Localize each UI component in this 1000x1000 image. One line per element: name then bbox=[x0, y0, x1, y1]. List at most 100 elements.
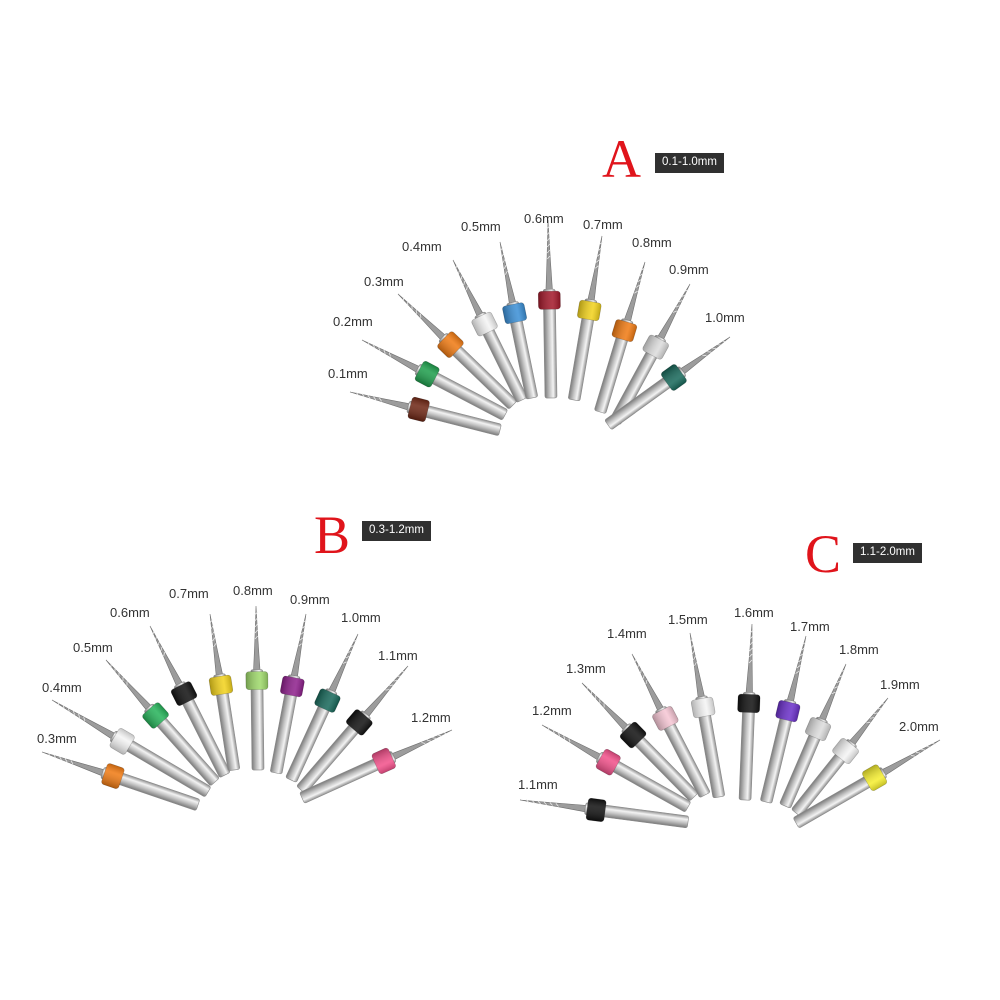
set-c-drill-bit bbox=[631, 653, 710, 798]
drill-bit-flute bbox=[349, 391, 410, 411]
set-b-size-label: 0.6mm bbox=[110, 605, 150, 620]
drill-bit-flute bbox=[631, 653, 664, 711]
set-c-drill-bit bbox=[541, 724, 691, 812]
set-c-drill-bit bbox=[519, 797, 689, 829]
set-a-size-label: 0.5mm bbox=[461, 219, 501, 234]
drill-bit-shank bbox=[406, 401, 502, 436]
set-b-drill-bit bbox=[299, 729, 453, 804]
set-a-size-label: 0.9mm bbox=[669, 262, 709, 277]
drill-bit-flute bbox=[849, 697, 889, 745]
set-c-drill-bit bbox=[760, 635, 807, 804]
drill-bit-flute bbox=[624, 261, 646, 322]
drill-bit-flute bbox=[452, 259, 484, 317]
drill-bit-shank bbox=[285, 688, 338, 783]
set-a-drill-bit bbox=[568, 235, 603, 402]
set-b-drill-bit bbox=[296, 665, 409, 794]
drill-bit-shank bbox=[738, 691, 756, 801]
set-a-drill-bit bbox=[349, 391, 502, 436]
drill-bit-flute bbox=[499, 241, 516, 304]
drill-bit-flute bbox=[209, 613, 223, 676]
set-a-drill-bit bbox=[397, 293, 517, 409]
drill-bit-shank bbox=[415, 364, 508, 420]
set-c-size-label: 1.5mm bbox=[668, 612, 708, 627]
drill-bit-shank bbox=[213, 673, 240, 771]
set-a-drill-bit bbox=[604, 336, 731, 430]
drill-bit-flute bbox=[786, 635, 807, 702]
set-b-size-label: 1.2mm bbox=[411, 710, 451, 725]
drill-bit-shank bbox=[793, 767, 887, 828]
drill-bit-shank bbox=[250, 669, 265, 771]
set-c-drill-bit bbox=[689, 632, 725, 799]
set-a-drill-bit bbox=[452, 259, 528, 403]
set-b-drill-bit bbox=[105, 659, 219, 786]
set-c-drill-bit bbox=[791, 697, 889, 817]
drill-bit-shank bbox=[299, 751, 396, 804]
set-c-drill-bit bbox=[581, 682, 698, 801]
drill-bit-shank bbox=[270, 674, 301, 775]
drill-bit-shank bbox=[474, 311, 528, 403]
set-a-drill-bit bbox=[537, 219, 561, 399]
set-b-drill-bit bbox=[270, 613, 307, 775]
drill-bit-flute bbox=[882, 739, 941, 776]
drill-bit-shank bbox=[604, 366, 686, 430]
set-a-size-label: 0.3mm bbox=[364, 274, 404, 289]
set-c-range-badge: 1.1-2.0mm bbox=[853, 543, 922, 563]
set-c-size-label: 1.7mm bbox=[790, 619, 830, 634]
set-b-size-label: 1.0mm bbox=[341, 610, 381, 625]
set-b-size-label: 0.3mm bbox=[37, 731, 77, 746]
set-b-size-label: 1.1mm bbox=[378, 648, 418, 663]
drill-bit-shank bbox=[144, 703, 219, 786]
set-a-size-label: 0.6mm bbox=[524, 211, 564, 226]
set-c-size-label: 1.3mm bbox=[566, 661, 606, 676]
set-c-size-label: 1.4mm bbox=[607, 626, 647, 641]
drill-bit-flute bbox=[689, 632, 705, 698]
drill-bit-shank bbox=[296, 710, 371, 794]
set-a-size-label: 0.2mm bbox=[333, 314, 373, 329]
set-c-size-label: 2.0mm bbox=[899, 719, 939, 734]
set-c-size-label: 1.8mm bbox=[839, 642, 879, 657]
set-c-size-label: 1.1mm bbox=[518, 777, 558, 792]
set-b-size-label: 0.9mm bbox=[290, 592, 330, 607]
set-a-drill-bit bbox=[499, 241, 538, 400]
set-a-drill-bit bbox=[361, 339, 508, 420]
set-a-size-label: 0.4mm bbox=[402, 239, 442, 254]
set-a-letter: A bbox=[602, 129, 641, 189]
drill-bit-shank bbox=[110, 731, 211, 797]
drill-bit-flute bbox=[819, 663, 847, 721]
set-b-size-label: 0.4mm bbox=[42, 680, 82, 695]
drill-bit-shank bbox=[568, 298, 598, 402]
set-c-size-label: 1.9mm bbox=[880, 677, 920, 692]
set-b-size-label: 0.5mm bbox=[73, 640, 113, 655]
drill-bit-shank bbox=[621, 723, 698, 801]
drill-bit-shank bbox=[760, 699, 797, 804]
set-a-size-label: 0.1mm bbox=[328, 366, 368, 381]
set-b-drill-bit bbox=[41, 751, 200, 811]
drill-bit-shank bbox=[584, 802, 689, 829]
set-b-size-label: 0.7mm bbox=[169, 586, 209, 601]
drill-bit-shank bbox=[594, 318, 634, 414]
drill-bit-shank bbox=[174, 681, 230, 778]
set-c-letter: C bbox=[805, 524, 842, 584]
drill-bit-shank bbox=[655, 706, 710, 798]
set-c-drill-bit bbox=[793, 739, 941, 828]
drill-bit-flute bbox=[587, 235, 603, 301]
set-b-drill-bit bbox=[285, 633, 359, 783]
set-b-letter: B bbox=[314, 505, 351, 565]
set-b-drill-bit bbox=[149, 625, 230, 778]
set-b-drill-bit bbox=[208, 613, 240, 771]
drill-bit-shank bbox=[542, 288, 558, 399]
drill-bit-shank bbox=[791, 739, 857, 817]
set-a-drill-bit bbox=[610, 283, 691, 425]
set-c-size-label: 1.2mm bbox=[532, 703, 572, 718]
drill-bit-flute bbox=[545, 219, 553, 290]
set-c-size-label: 1.6mm bbox=[734, 605, 774, 620]
set-b-size-label: 0.8mm bbox=[233, 583, 273, 598]
drill-bit-flute bbox=[541, 724, 601, 761]
set-c-drill-bit bbox=[737, 623, 761, 801]
set-a-size-label: 0.7mm bbox=[583, 217, 623, 232]
set-b-drill-bit bbox=[51, 699, 211, 797]
drill-bit-flute bbox=[745, 623, 753, 693]
drill-bit-flute bbox=[519, 799, 586, 813]
drill-bit-flute bbox=[680, 336, 731, 375]
